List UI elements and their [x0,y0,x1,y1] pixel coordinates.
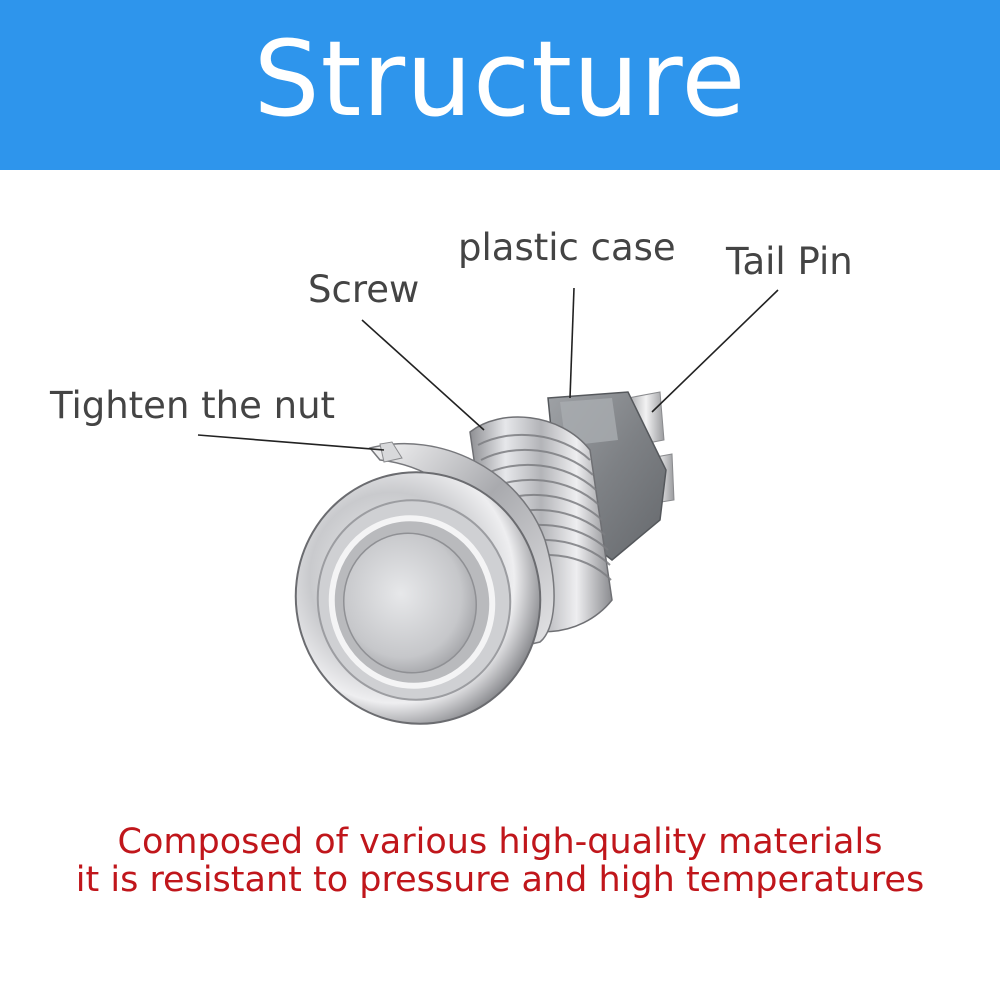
caption-line-2: it is resistant to pressure and high tem… [75,860,925,900]
leader-lines [197,287,779,451]
label-screw: Screw [308,268,420,311]
leader-line-nut [197,434,385,451]
leader-line-screw [361,319,485,431]
label-tail-pin: Tail Pin [726,240,853,283]
caption-line-1: Composed of various high-quality materia… [117,822,883,862]
bezel [294,471,542,725]
leader-line-plastic-case [569,287,575,399]
label-plastic-case: plastic case [458,226,676,269]
label-tighten-nut: Tighten the nut [50,384,336,427]
leader-line-tail-pin [651,289,779,413]
title-banner: Structure [0,0,1000,170]
banner-title: Structure [253,18,747,140]
